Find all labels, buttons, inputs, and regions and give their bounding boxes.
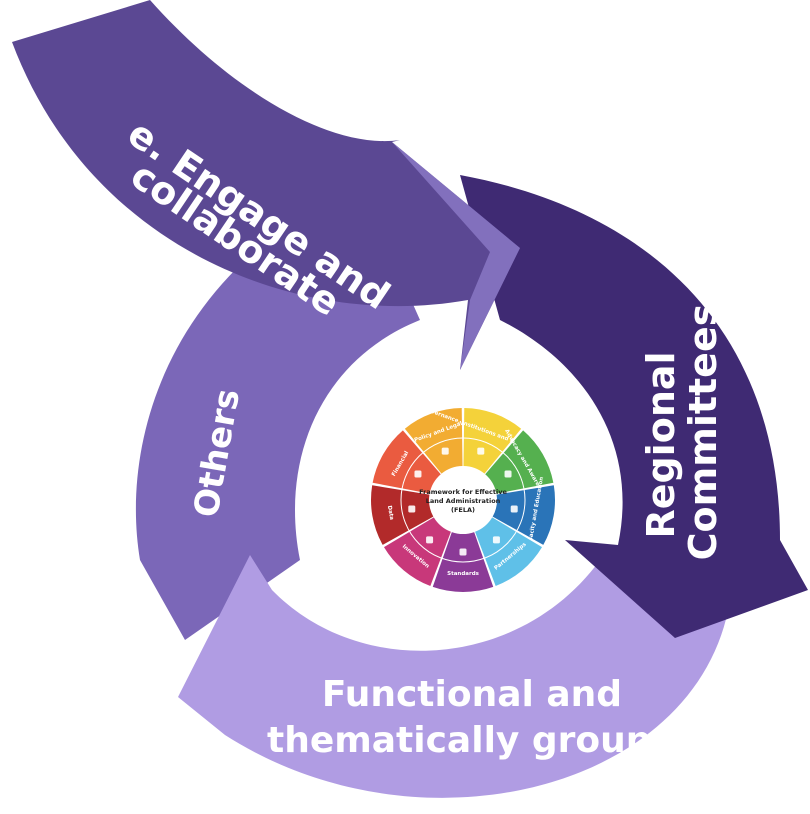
regional-committees-arrow xyxy=(460,175,808,638)
fela-hub-line2: Land Administration xyxy=(426,497,501,505)
fela-hub-line1: Framework for Effective xyxy=(419,488,507,496)
fela-segment-icon xyxy=(504,470,512,478)
fela-segment-icon xyxy=(459,548,467,556)
fela-segment xyxy=(475,517,543,587)
fela-segment xyxy=(492,485,555,545)
regional-label-line2: Committees xyxy=(681,304,725,561)
functional-label-line2: thematically groups xyxy=(267,720,673,761)
fela-segment-icon xyxy=(510,505,518,513)
fela-segment xyxy=(463,408,522,474)
fela-segment-icon xyxy=(426,536,434,544)
fela-segment-icon xyxy=(492,536,500,544)
fela-segment-icon xyxy=(408,505,416,513)
fela-segment xyxy=(485,430,554,494)
fela-segment xyxy=(372,430,441,494)
engage-arrow xyxy=(12,0,520,370)
regional-label-line1: Regional xyxy=(639,351,683,538)
fela-segment-icon xyxy=(414,470,422,478)
fela-ring-divider xyxy=(400,437,526,563)
functional-groups-arrow xyxy=(178,555,730,798)
fela-hub-line3: (FELA) xyxy=(451,506,475,514)
fela-segment-label: Data xyxy=(386,505,394,521)
fela-segment-label: Standards xyxy=(447,571,480,577)
fela-segment-icon xyxy=(477,447,485,455)
fela-segment xyxy=(404,408,463,474)
fela-segment-icon xyxy=(441,447,449,455)
fela-segment xyxy=(371,485,434,545)
fela-segment xyxy=(383,517,451,587)
functional-label-line1: Functional and xyxy=(322,674,622,715)
engage-arrow-highlight xyxy=(392,142,520,370)
fela-hub xyxy=(430,467,496,533)
